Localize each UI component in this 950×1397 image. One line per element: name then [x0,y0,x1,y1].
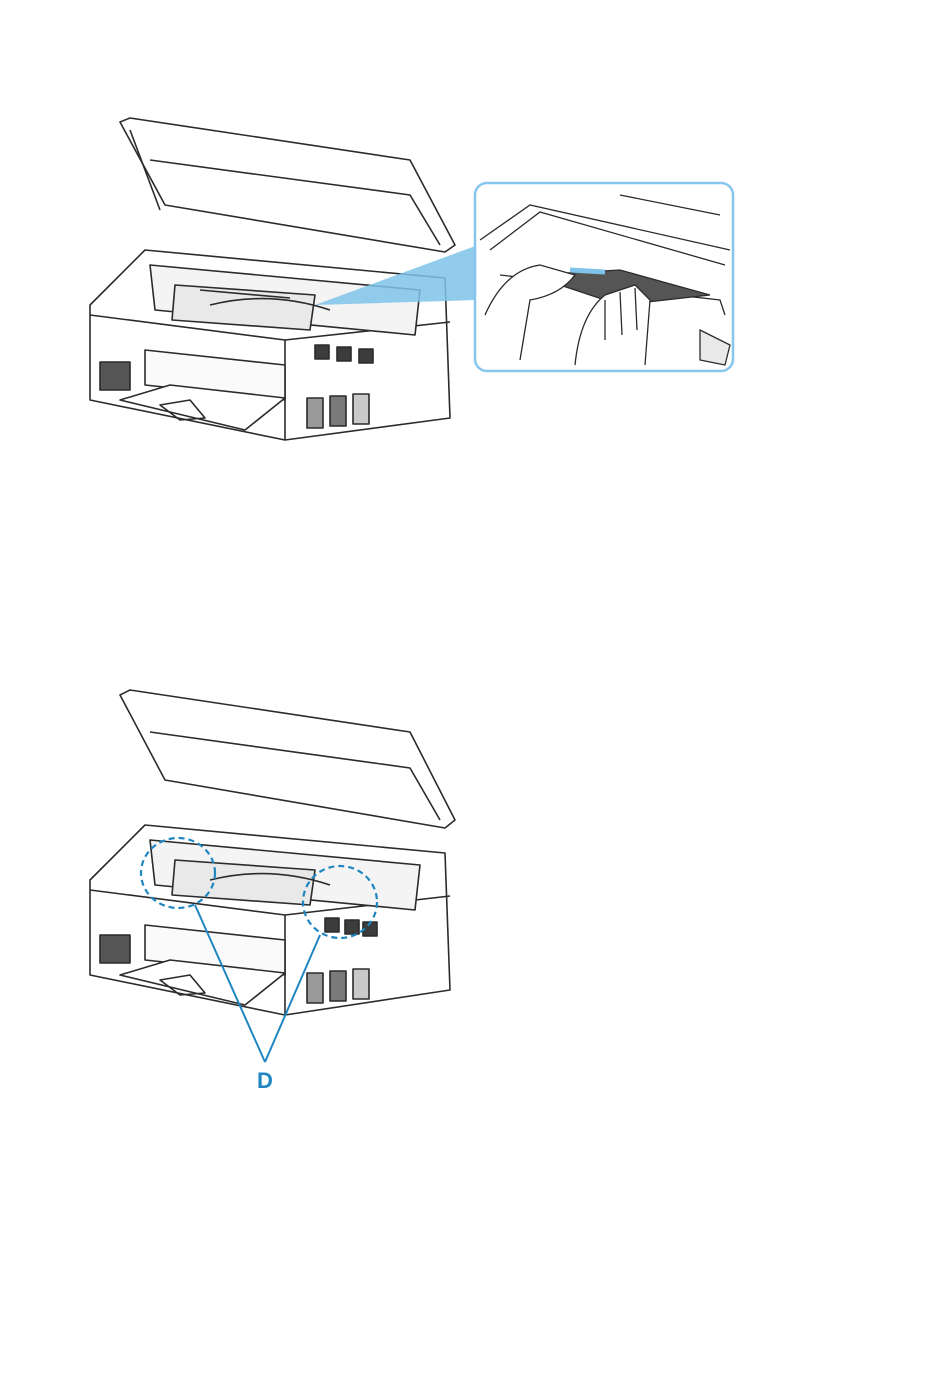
printer-check-svg: D [60,670,480,1100]
printer-jam-svg [60,100,760,460]
ink-tank [353,969,369,999]
printer-jam-illustration [60,100,760,460]
ink-tank [307,973,323,1003]
ink-tank [353,394,369,424]
vent-icon [100,362,130,390]
scanner-lid [120,118,455,252]
ink-tank [330,971,346,1001]
vent-icon [100,935,130,963]
area-label-d: D [257,1068,273,1093]
ink-tank [307,398,323,428]
ink-tank [330,396,346,426]
scanner-lid [120,690,455,828]
printer-check-areas-illustration: D [60,670,480,1100]
